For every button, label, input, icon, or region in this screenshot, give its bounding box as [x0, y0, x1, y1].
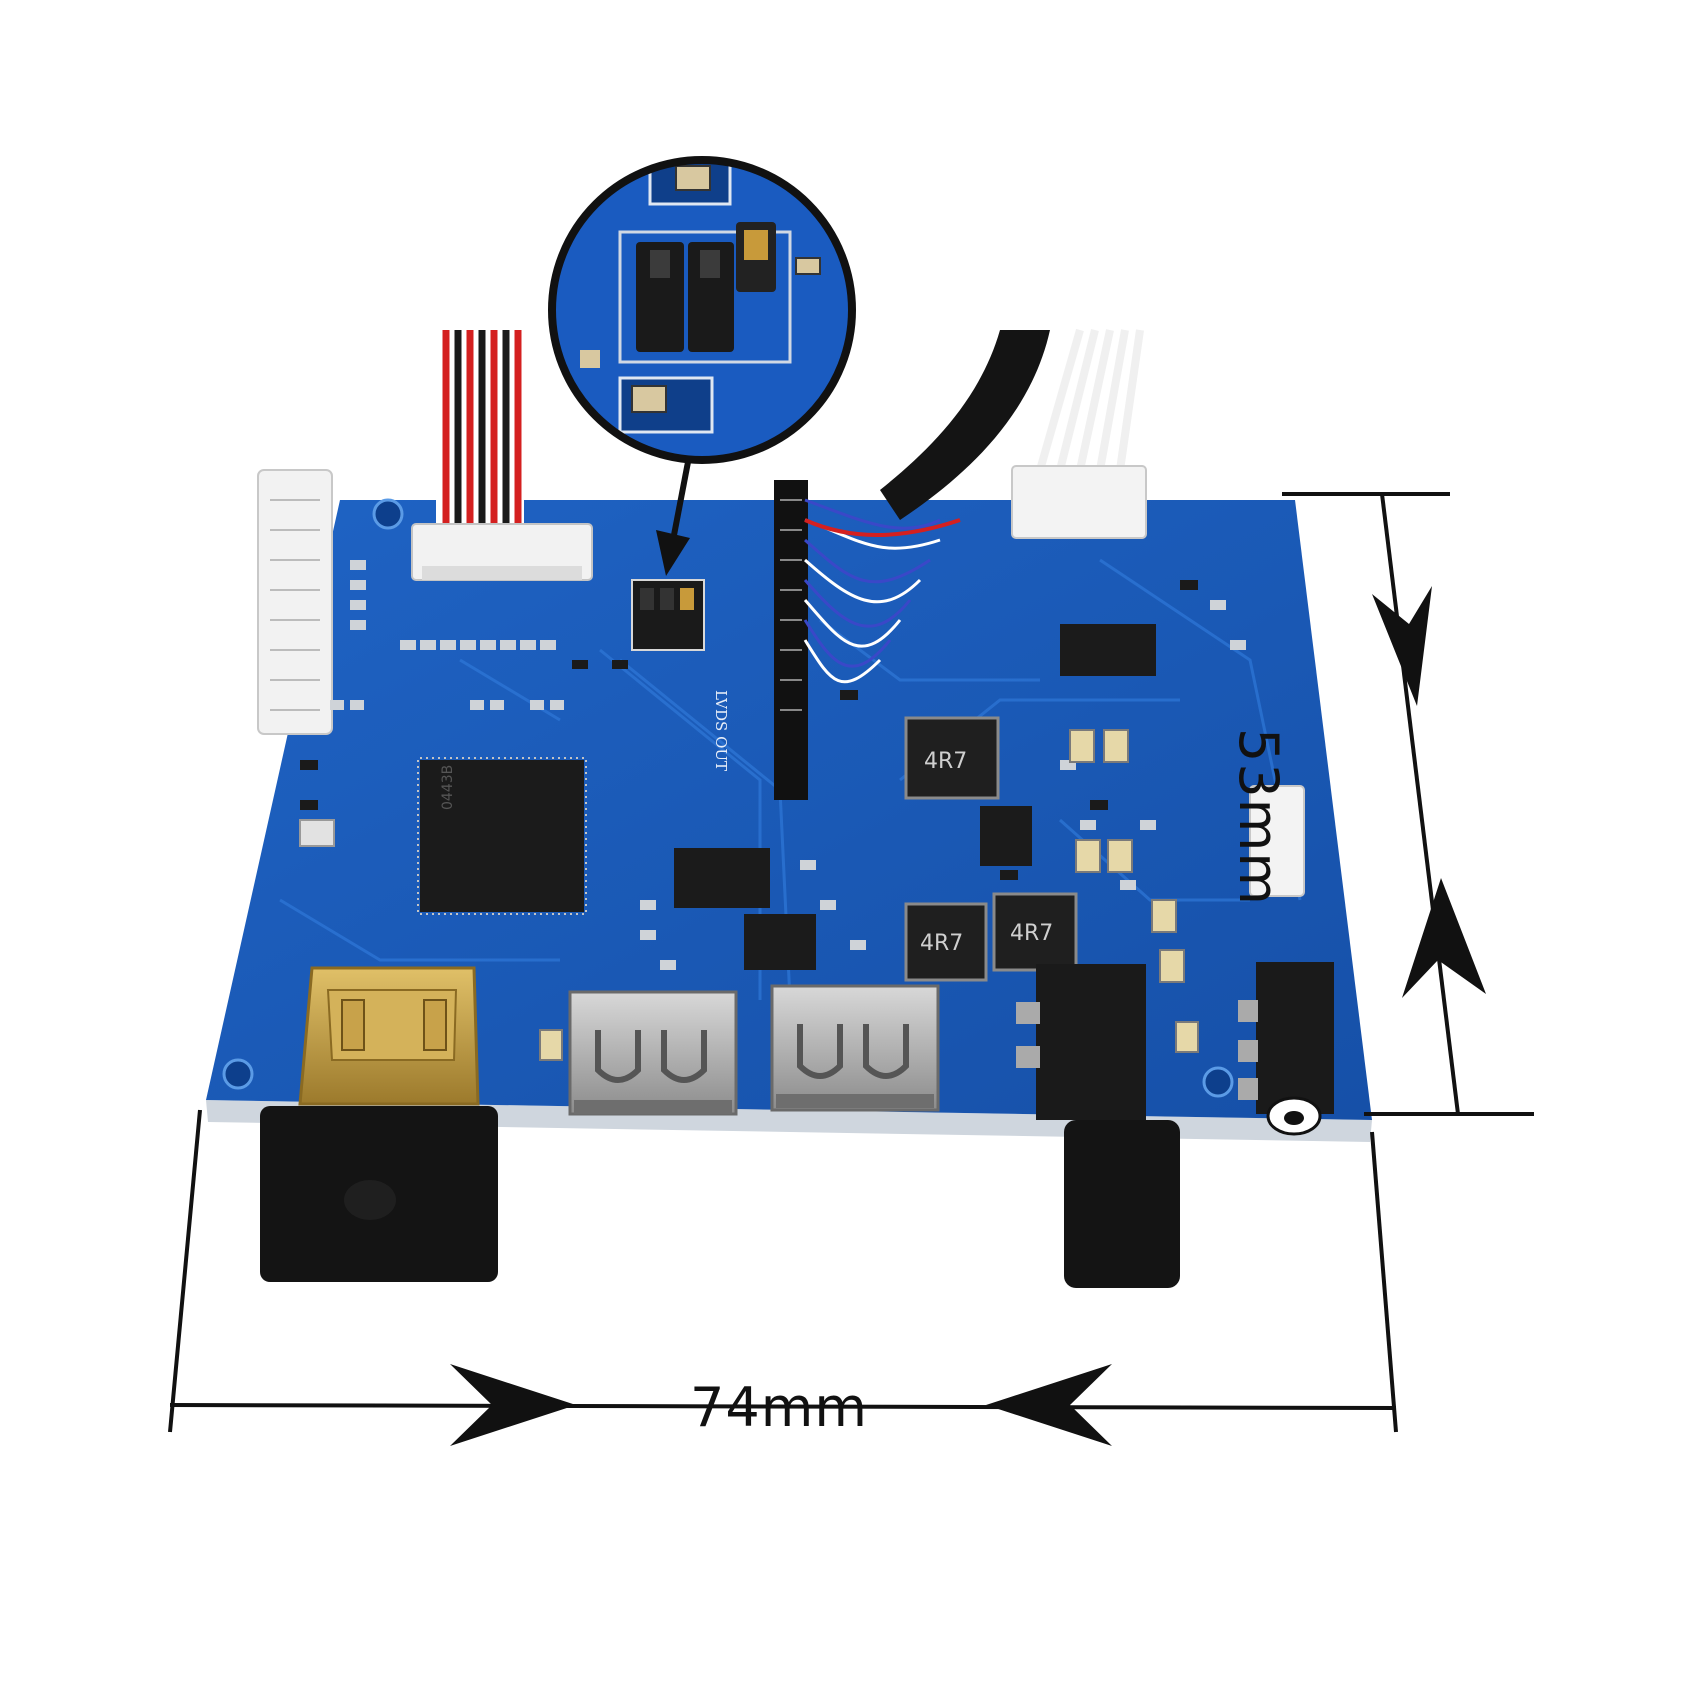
arrowhead-icon: [986, 1364, 1112, 1446]
mount-hole: [372, 498, 404, 530]
height-dimension-label: 53mm: [1227, 728, 1290, 906]
top-right-connector: [1011, 465, 1147, 539]
inductor: 4R7: [904, 902, 988, 982]
audio-jack: [1238, 962, 1334, 1136]
jumper-zoom-inset: [548, 156, 856, 464]
chip-pins: [417, 757, 587, 915]
arrowhead-icon: [1402, 878, 1486, 998]
ic-chip: [674, 848, 770, 908]
dc-power-jack: [1036, 964, 1146, 1120]
arrowhead-icon: [656, 530, 690, 576]
ic-chip: [744, 914, 816, 970]
lvds-cable-sleeve: [880, 330, 1050, 520]
usb-port: [568, 990, 738, 1116]
usb-port: [770, 984, 940, 1112]
inductor: 4R7: [904, 716, 1000, 800]
chip-marking: 0443B: [440, 765, 456, 810]
crystal: [299, 819, 335, 847]
ic-chip: [980, 806, 1032, 866]
mount-hole: [222, 1058, 254, 1090]
lvds-cable: [803, 498, 961, 684]
lvds-header: [774, 480, 808, 800]
svg-text:4R7: 4R7: [1010, 921, 1053, 946]
inductor: 4R7: [992, 892, 1078, 972]
arrowhead-icon: [1372, 586, 1432, 706]
left-side-connector: [257, 469, 333, 735]
smd-components: [330, 560, 1246, 970]
top-right-wires: [1036, 328, 1144, 472]
svg-text:4R7: 4R7: [920, 931, 963, 956]
capacitor: [539, 729, 1199, 1061]
hdmi-port: [298, 966, 480, 1106]
arrowhead-icon: [450, 1364, 576, 1446]
lvds-out-label: LVDS OUT: [712, 690, 730, 771]
ic-chip: [1060, 624, 1156, 676]
width-dimension: [168, 1109, 1398, 1446]
backlight-wire-harness: [436, 330, 524, 530]
width-dimension-label: 74mm: [690, 1376, 868, 1439]
right-side-connector: [1249, 785, 1305, 897]
main-processor-chip: [420, 760, 584, 912]
height-dimension: [1282, 492, 1534, 1116]
mount-hole: [1202, 1066, 1234, 1098]
svg-text:4R7: 4R7: [924, 749, 967, 774]
dc-cable: [1064, 1120, 1180, 1288]
